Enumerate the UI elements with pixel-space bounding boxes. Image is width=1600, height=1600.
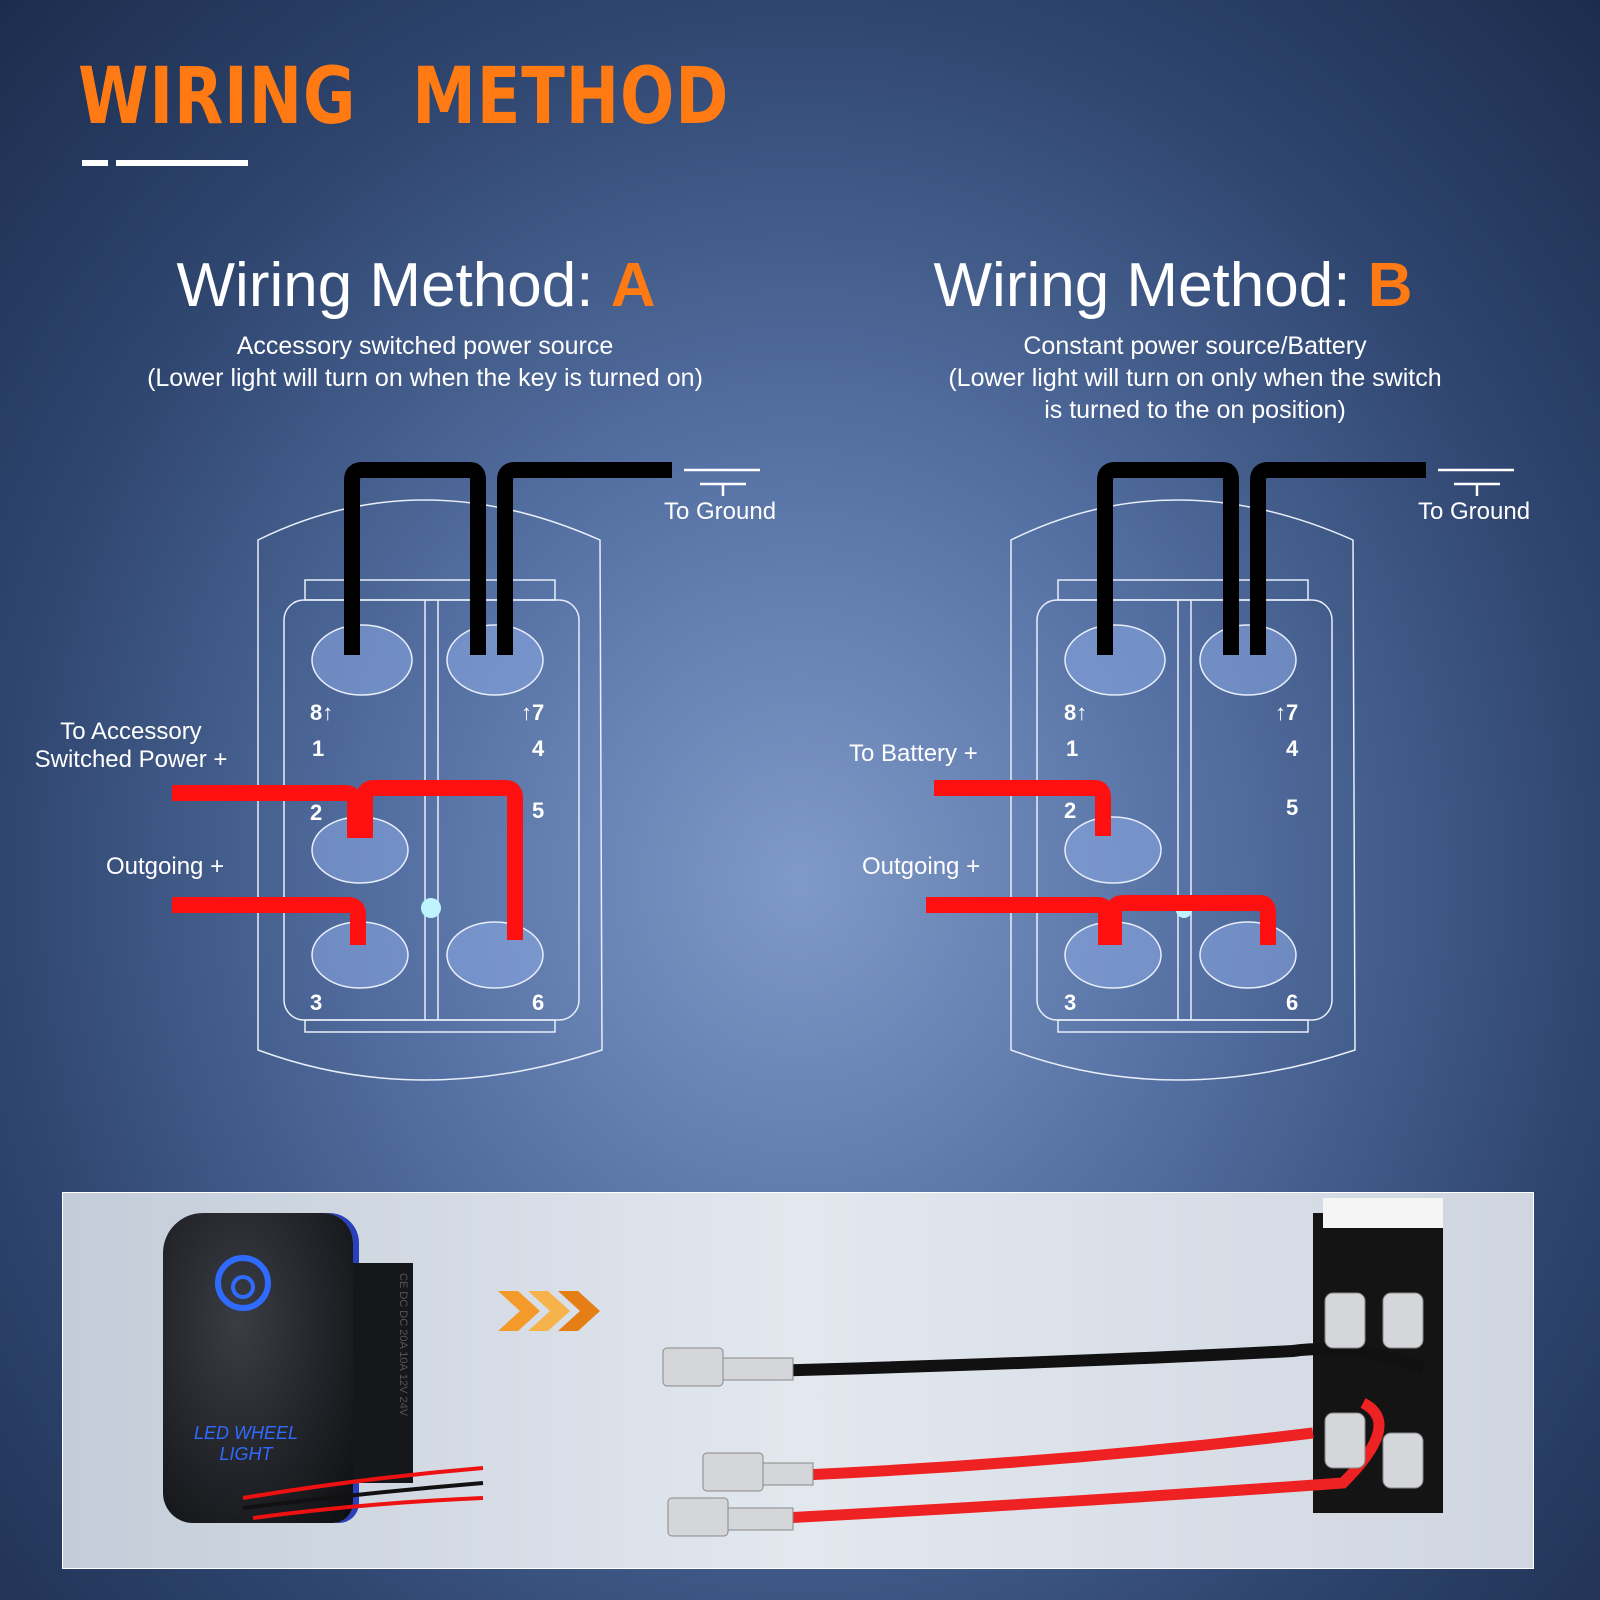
- wiring-harness-photo: [242, 1198, 1443, 1537]
- method-b-heading: Wiring Method: B: [933, 251, 1413, 320]
- arrow-chevrons-icon: [498, 1291, 600, 1331]
- terminals: [311, 624, 1297, 989]
- pin-5-b: 5: [1286, 795, 1299, 820]
- page-title: WIRING METHOD: [78, 52, 730, 142]
- pin-3-a: 3: [310, 990, 323, 1015]
- switch-outline-b: [1010, 499, 1356, 1081]
- pin-5-a: 5: [532, 798, 545, 823]
- pin-8-b: 8↑: [1064, 700, 1088, 725]
- pin-6-a: 6: [532, 990, 545, 1015]
- method-b-description: Constant power source/Battery(Lower ligh…: [948, 332, 1442, 424]
- pin-4-a: 4: [532, 736, 545, 761]
- ground-symbols: [684, 468, 1514, 496]
- title-underline: [116, 160, 248, 166]
- pin-3-b: 3: [1064, 990, 1077, 1015]
- method-a-heading: Wiring Method: A: [176, 251, 656, 320]
- led-indicator-a: [421, 898, 441, 918]
- switch-housing: CE DC DC 20A 10A 12V 24V: [353, 1263, 413, 1483]
- terminal-connectors: [662, 1292, 1424, 1537]
- method-a-description: Accessory switched power source(Lower li…: [147, 332, 703, 392]
- pin-2-b: 2: [1064, 798, 1077, 823]
- method-b-input-label: To Battery +: [849, 740, 978, 767]
- pin-1-b: 1: [1066, 736, 1079, 761]
- method-b-ground-label: To Ground: [1418, 498, 1531, 525]
- pin-7-a: ↑7: [521, 700, 545, 725]
- pin-7-b: ↑7: [1275, 700, 1299, 725]
- switch-outline-a: [257, 499, 603, 1081]
- power-wires: [172, 780, 1276, 945]
- pin-2-a: 2: [310, 800, 323, 825]
- pin-6-b: 6: [1286, 990, 1299, 1015]
- method-a-ground-label: To Ground: [664, 498, 777, 525]
- ground-wires: [344, 462, 1426, 655]
- wheel-icon: [215, 1255, 271, 1311]
- method-b-output-label: Outgoing +: [862, 853, 981, 880]
- pin-8-a: 8↑: [310, 700, 334, 725]
- pin-4-b: 4: [1286, 736, 1299, 761]
- wiring-diagrams: [172, 462, 1514, 1081]
- method-a-output-label: Outgoing +: [106, 853, 225, 880]
- pin-1-a: 1: [312, 736, 325, 761]
- title-underline-dash: [82, 160, 108, 166]
